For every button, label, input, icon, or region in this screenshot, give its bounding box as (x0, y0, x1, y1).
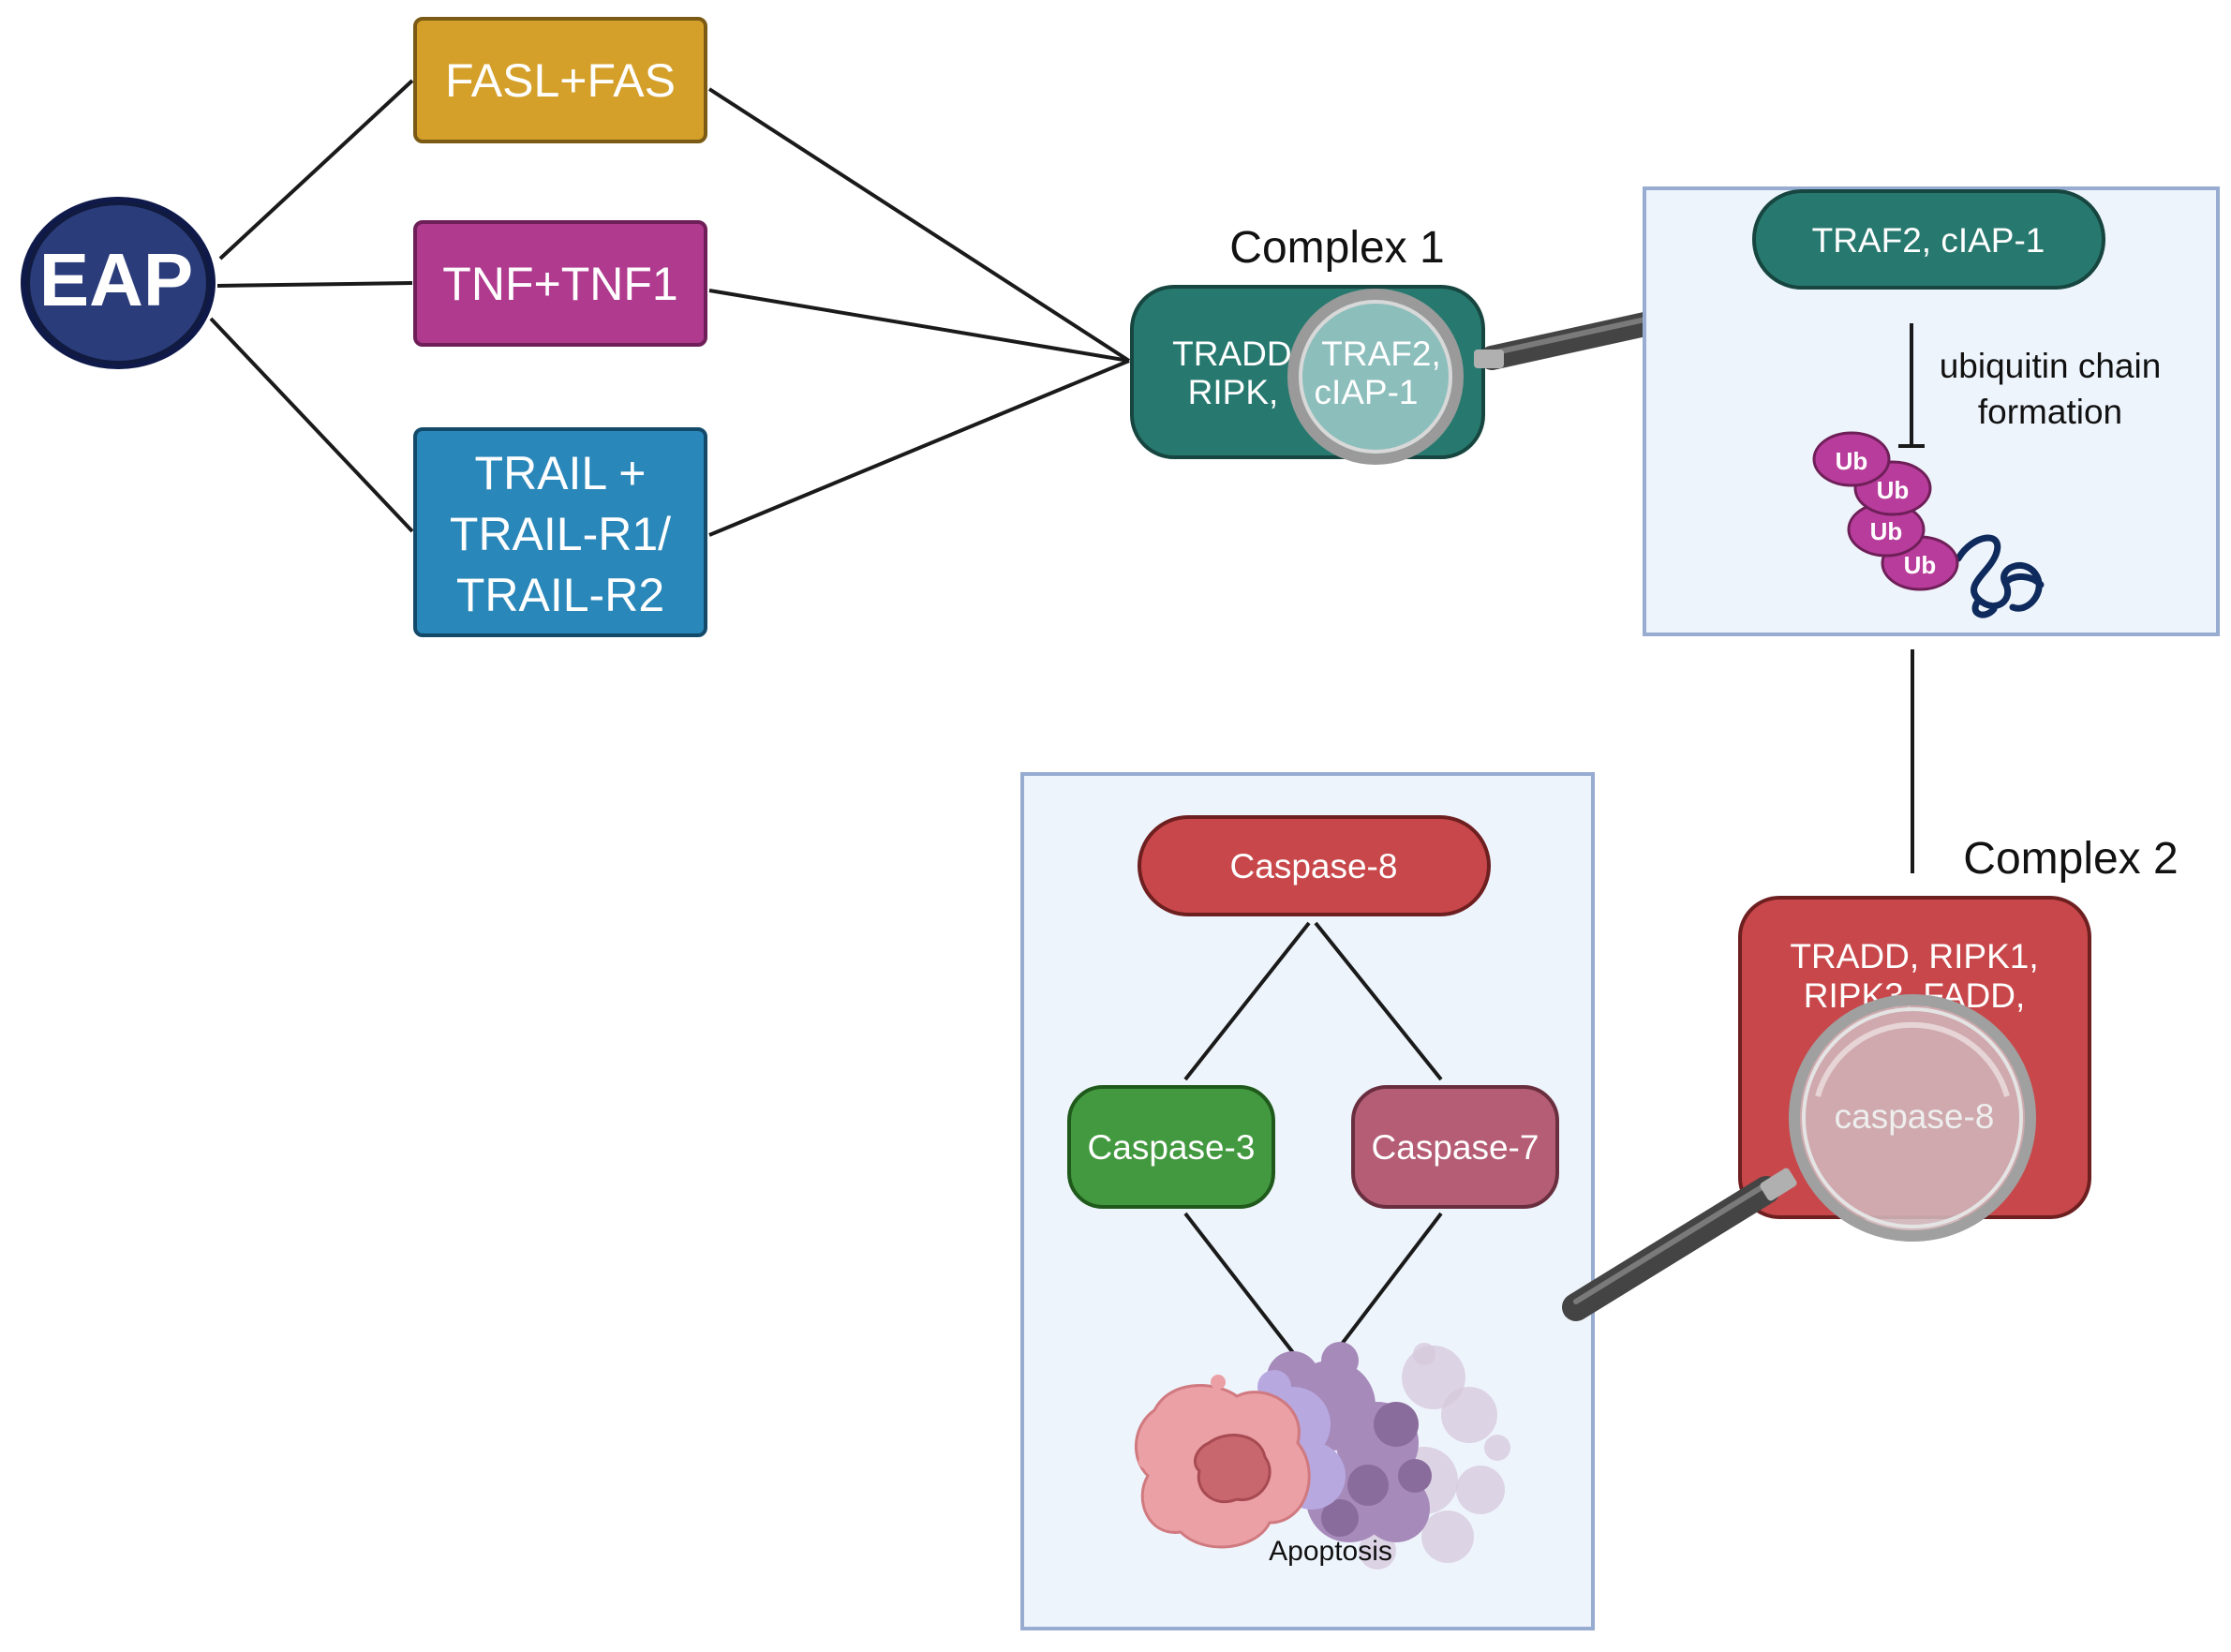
tnf-tnf1-label: TNF+TNF1 (442, 258, 677, 310)
edge-casp3-apoptosis (1183, 1212, 1300, 1361)
caspase8-label: Caspase-8 (1230, 847, 1398, 886)
magnifier1-collar (1474, 350, 1504, 368)
magnifier1-handle-highlight (1489, 316, 1652, 356)
zoom-panel-2: Caspase-8 Caspase-3 Caspase-7 (1020, 772, 1595, 1630)
complex1-text-line2: RIPK, (1188, 373, 1279, 411)
process-label-line2: formation (1978, 393, 2122, 431)
cascade-connectors (1183, 921, 1443, 1361)
trail-box (413, 427, 707, 637)
tnf-tnf1-node: TNF+TNF1 (413, 220, 707, 347)
caspase8-pill (1138, 815, 1491, 916)
magnifier2-lens (1789, 994, 2036, 1242)
edge-eap-tnf (216, 281, 413, 288)
complex2-text-line1: TRADD, RIPK1, (1790, 937, 2038, 975)
edge-casp8-casp3 (1183, 921, 1311, 1081)
edge-tnf-complex1 (708, 289, 1130, 363)
caspase7-label: Caspase-7 (1372, 1128, 1539, 1167)
zoom-panel-1: TRAF2, cIAP-1 ubiquitin chain formation … (1643, 186, 2220, 636)
receptor-connectors (707, 87, 1131, 537)
ub-label-4: Ub (1904, 551, 1937, 579)
dying-cell-pink (1134, 1375, 1311, 1549)
complex2-title: Complex 2 (1963, 834, 2178, 884)
complex1-lens-text-line2: cIAP-1 (1314, 373, 1418, 411)
complex1-title: Complex 1 (1229, 223, 1444, 273)
apoptosis-cells-illustration (1134, 1342, 1510, 1570)
edge-fasl-complex1 (707, 87, 1131, 363)
magnifier1-handle (1480, 311, 1661, 370)
edge-trail-complex1 (708, 359, 1130, 537)
magnifier2-lens-rim (1802, 1007, 2023, 1228)
trail-label-line3: TRAIL-R2 (456, 569, 664, 621)
eap-connectors (209, 79, 414, 533)
ub-chain: Ub Ub Ub Ub (1812, 431, 1959, 591)
ub-label-3: Ub (1870, 517, 1903, 545)
traf2-ciap1-label: TRAF2, cIAP-1 (1812, 221, 2045, 260)
caspase7-box (1351, 1085, 1559, 1209)
traf2-ciap1-pill (1752, 189, 2105, 290)
ub-label-2: Ub (1877, 476, 1910, 504)
fasl-fas-node: FASL+FAS (413, 17, 707, 143)
eap-node: EAP (21, 197, 216, 369)
cell-cluster-dark (1321, 1402, 1432, 1537)
apoptosis-label: Apoptosis (1269, 1536, 1392, 1567)
dying-cell-nucleus (1194, 1434, 1272, 1504)
complex1-lens-text-line1: TRAF2, (1321, 335, 1440, 373)
fasl-fas-label: FASL+FAS (445, 54, 676, 107)
ub-bubble-1 (1812, 431, 1891, 487)
magnifier-complex1: TRAF2, cIAP-1 (1287, 289, 1661, 465)
magnifier2-glare (1815, 1021, 2010, 1097)
edge-eap-trail (209, 317, 414, 533)
trail-label-line2: TRAIL-R1/ (450, 508, 671, 560)
caspase3-label: Caspase-3 (1088, 1128, 1256, 1167)
edge-casp8-casp7 (1314, 921, 1443, 1081)
tnf-tnf1-box (413, 220, 707, 347)
caspase3-box (1067, 1085, 1275, 1209)
complex2-lens-text: caspase-8 (1835, 1097, 1995, 1136)
magnifier2-handle (1562, 1176, 1780, 1321)
magnifier2-handle-highlight (1573, 1182, 1769, 1304)
eap-label: EAP (39, 238, 194, 321)
process-label-line1: ubiquitin chain (1940, 347, 2162, 385)
fasl-fas-box (413, 17, 707, 143)
trail-label-line1: TRAIL + (475, 447, 647, 499)
ub-label-1: Ub (1836, 447, 1868, 475)
edge-casp7-apoptosis (1329, 1212, 1443, 1361)
magnifier1-lens (1287, 289, 1464, 465)
magnifier2-collar (1760, 1168, 1797, 1201)
protein-squiggle (1955, 534, 2045, 618)
magnifier-complex2: caspase-8 (1562, 994, 2036, 1321)
complex1-text-line1: TRADD, (1172, 335, 1301, 373)
magnifier1-lens-rim (1299, 300, 1452, 454)
trail-node: TRAIL + TRAIL-R1/ TRAIL-R2 (413, 427, 707, 637)
eap-circle (26, 201, 210, 365)
edge-eap-fasl (218, 79, 414, 260)
